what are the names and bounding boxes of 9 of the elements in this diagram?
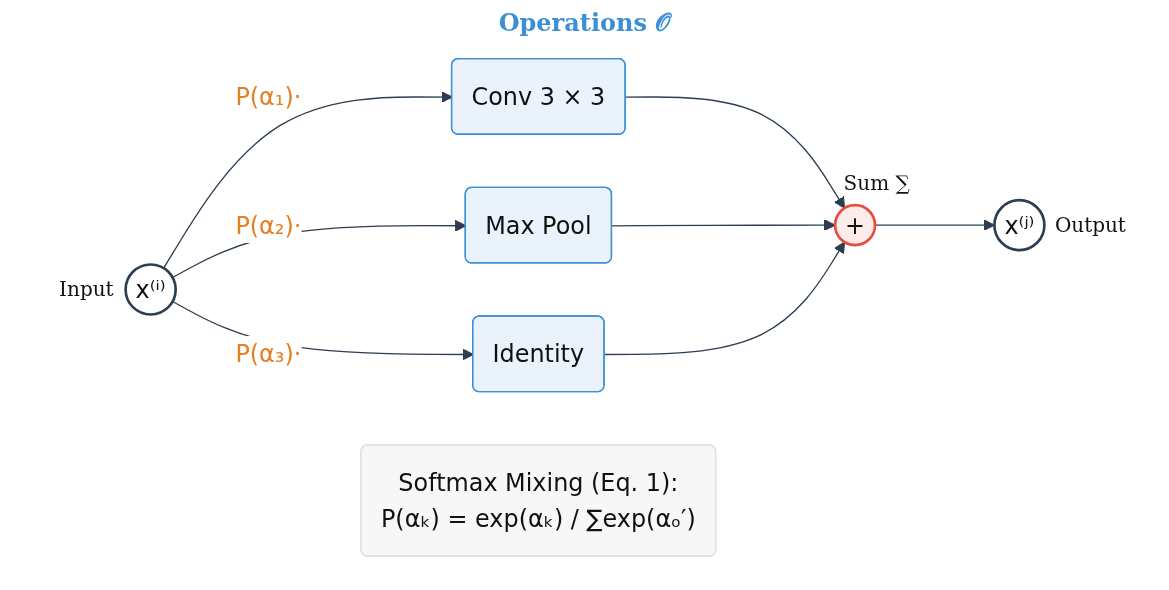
- edge-label: P(α₃)·: [234, 339, 301, 368]
- arrow: [603, 241, 845, 355]
- node-circle: x⁽ⁱ⁾: [123, 262, 177, 316]
- edge-label: P(α₂)·: [234, 210, 301, 239]
- arrow: [624, 95, 845, 209]
- node-circle: +: [833, 203, 876, 246]
- edge-label: P(α₁)·: [234, 82, 301, 110]
- node-circle: x⁽ʲ⁾: [992, 198, 1046, 252]
- brace-heading: Operations 𝒪: [498, 8, 671, 37]
